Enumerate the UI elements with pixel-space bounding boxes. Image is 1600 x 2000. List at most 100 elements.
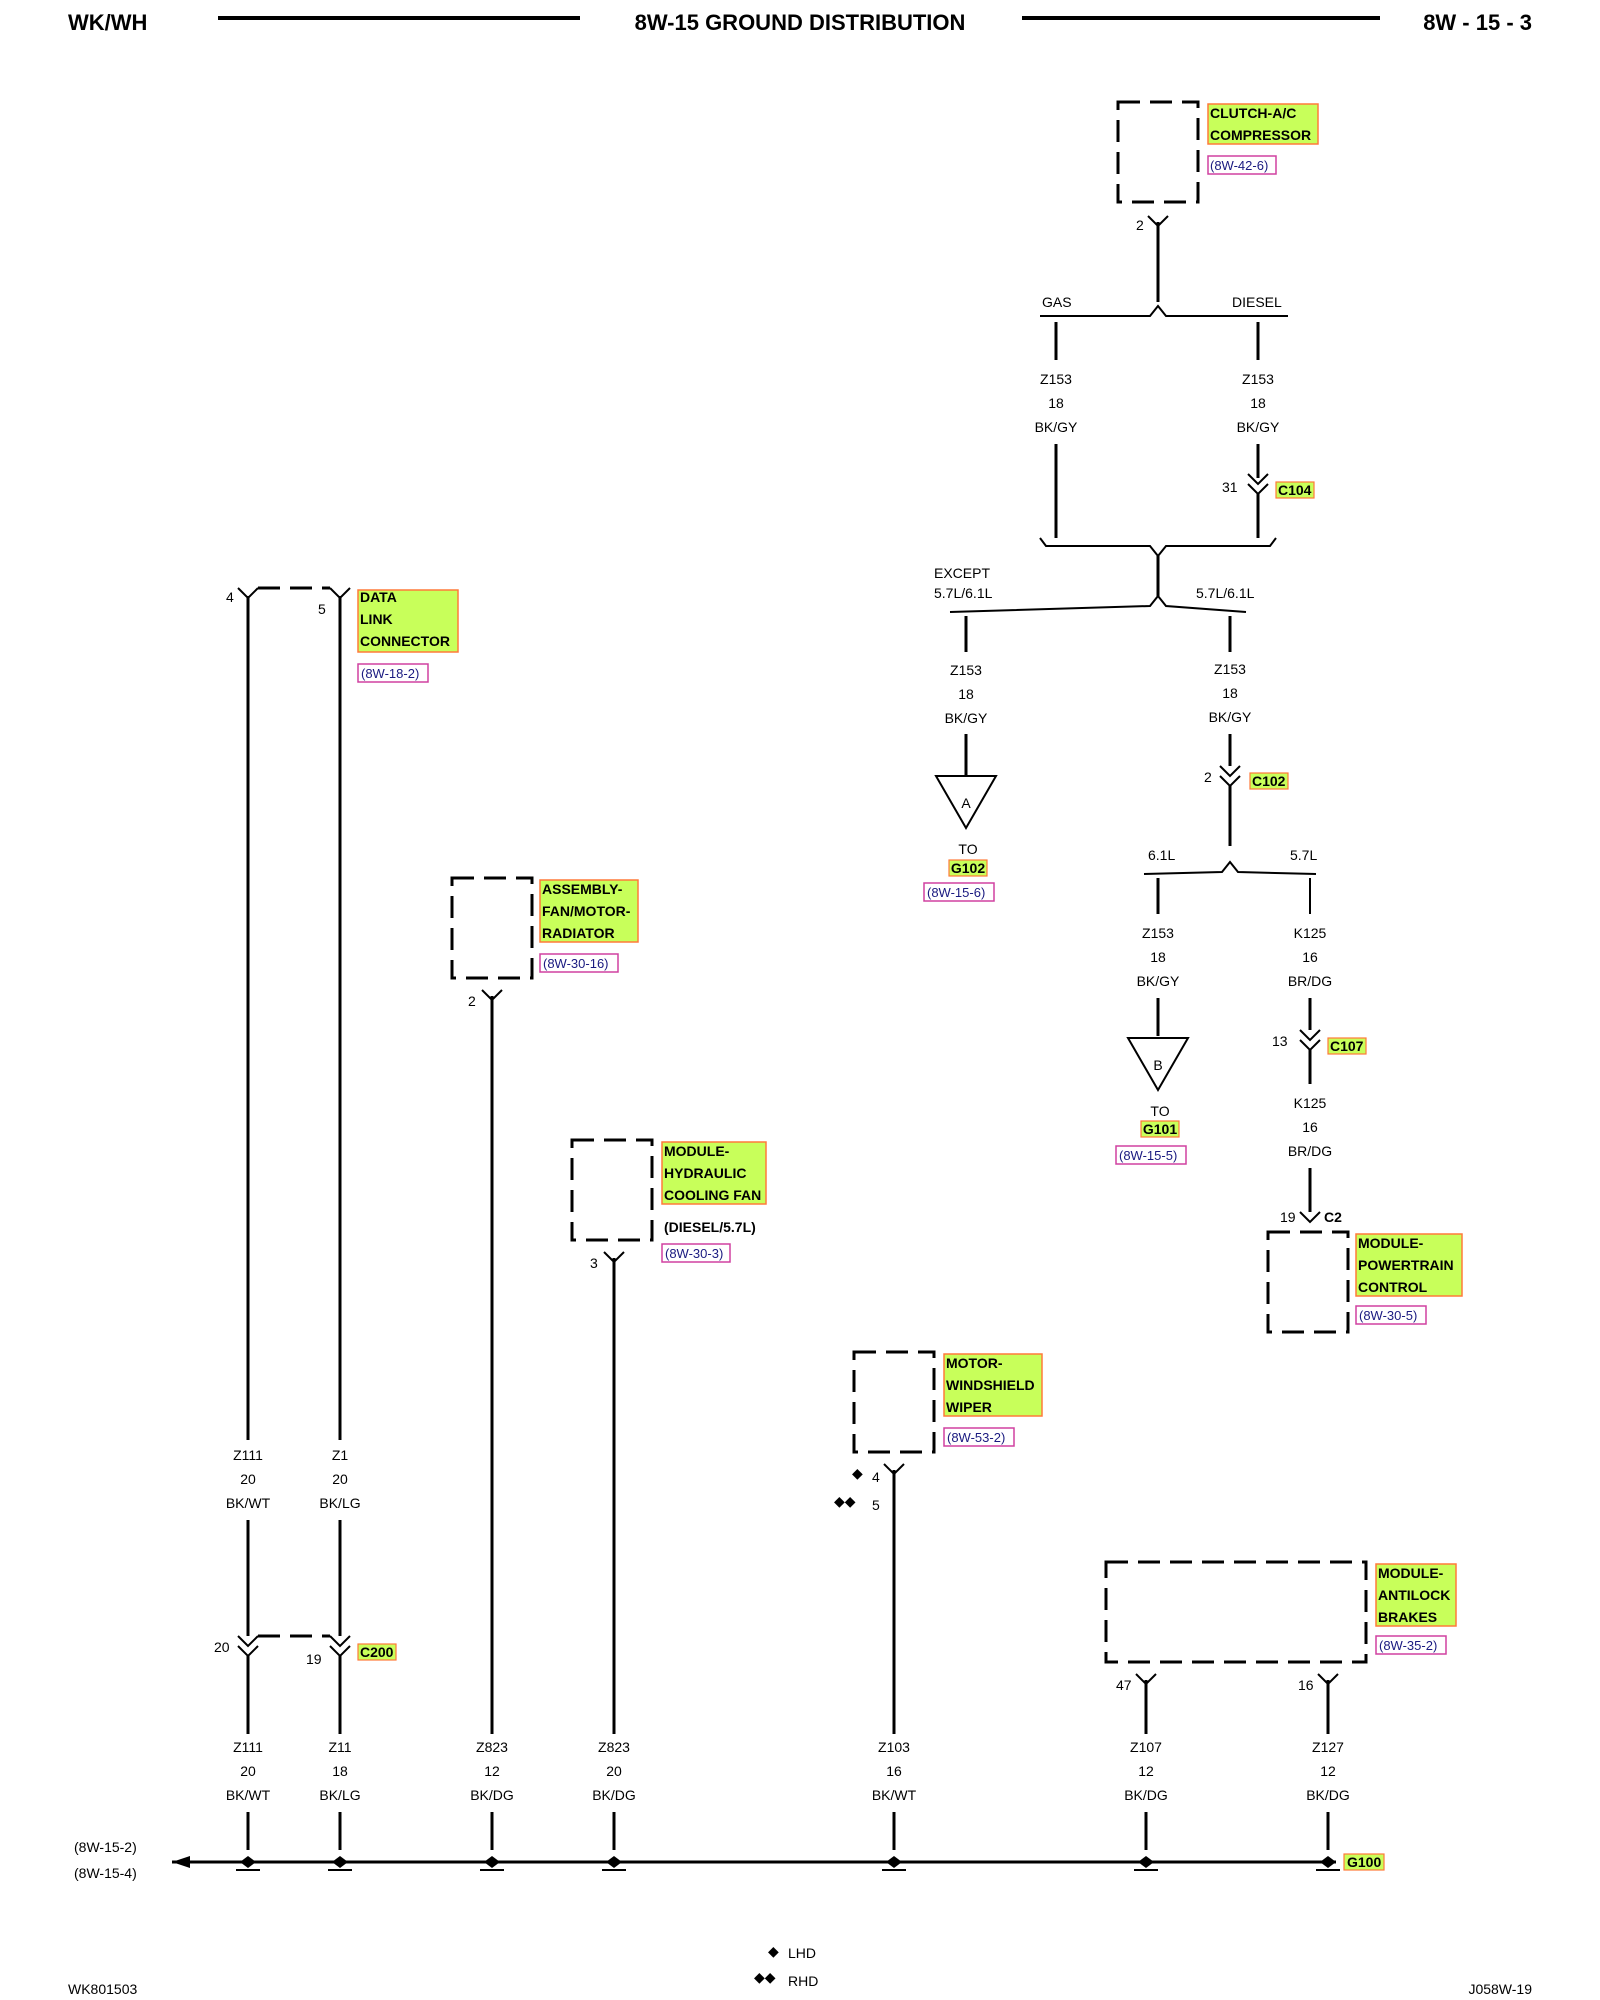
legend-rhd: RHD [788, 1973, 818, 1989]
wire-k125-b-gauge: 16 [1302, 1119, 1318, 1135]
bus-ref-1: (8W-15-2) [74, 1839, 137, 1855]
wire-z111-top-code: Z111 [233, 1447, 263, 1463]
dlc-pin-5: 5 [318, 601, 326, 617]
abs-label-3: BRAKES [1378, 1609, 1437, 1625]
dlc-label-bg [357, 589, 459, 653]
ground-b-ref: (8W-15-5) [1119, 1148, 1177, 1163]
clutch-ac-compressor-label-bg [1207, 103, 1319, 145]
abs-ref-box [1375, 1635, 1447, 1655]
wiper-label-1: MOTOR- [946, 1355, 1003, 1371]
wire-k125-a-code: K125 [1294, 925, 1327, 941]
wire-z1-top-gauge: 20 [332, 1471, 348, 1487]
wire-k125-b-color: BR/DG [1288, 1143, 1332, 1159]
bottom-wire-labels: Z111 20 BK/WT Z11 18 BK/LG Z823 12 BK/DG… [226, 1739, 1350, 1803]
legend-lhd: LHD [788, 1945, 816, 1961]
wire-z153-except-code: Z153 [950, 662, 982, 678]
fan-motor-radiator-box [450, 876, 534, 980]
splice-57-61-label: 5.7L/6.1L [1196, 585, 1255, 601]
clutch-ac-label-1: CLUTCH-A/C [1210, 105, 1296, 121]
c200-pin19-terminal-bottom [329, 1645, 351, 1658]
wire-z153-61-gauge: 18 [1150, 949, 1166, 965]
dlc-ref: (8W-18-2) [361, 666, 419, 681]
wire-z823-a-color: BK/DG [470, 1787, 514, 1803]
wiper-pin-4: 4 [872, 1469, 880, 1485]
legend-rhd-mark: ◆◆ [754, 1969, 776, 1985]
wire-z823-b-code: Z823 [598, 1739, 630, 1755]
wire-z153-61-color: BK/GY [1137, 973, 1180, 989]
wire-z107-color: BK/DG [1124, 1787, 1168, 1803]
clutch-ac-compressor-box [1116, 100, 1200, 204]
hydfan-ref: (8W-30-3) [665, 1246, 723, 1261]
fanrad-ref: (8W-30-16) [543, 956, 609, 971]
c200-pin20-terminal-bottom [237, 1645, 259, 1658]
wire-z823-b-gauge: 20 [606, 1763, 622, 1779]
legend-lhd-mark: ◆ [768, 1943, 779, 1959]
wire-z1-top-code: Z1 [332, 1447, 349, 1463]
c200-pin20-terminal-top [237, 1635, 259, 1648]
ground-g101-label: G101 [1143, 1121, 1177, 1137]
c200-pin-20: 20 [214, 1639, 230, 1655]
splice-except-label-2: 5.7L/6.1L [934, 585, 993, 601]
fanrad-label-bg [539, 879, 639, 943]
pcm-pin-terminal [1299, 1211, 1321, 1224]
ground-g100-label-bg [1343, 1853, 1385, 1871]
wiper-label-3: WIPER [946, 1399, 992, 1415]
wire-z153-gas-code: Z153 [1040, 371, 1072, 387]
header-right: 8W - 15 - 3 [1423, 10, 1532, 35]
pcm-label-2: POWERTRAIN [1358, 1257, 1454, 1273]
wire-z103-code: Z103 [878, 1739, 910, 1755]
c200-pin-19: 19 [306, 1651, 322, 1667]
ground-b-letter: B [1153, 1057, 1162, 1073]
wire-z153-diesel-color: BK/GY [1237, 419, 1280, 435]
footer-left: WK801503 [68, 1981, 137, 1997]
fanrad-ref-box [539, 953, 619, 973]
wire-z823-b-color: BK/DG [592, 1787, 636, 1803]
page-title: 8W-15 GROUND DISTRIBUTION [635, 10, 966, 35]
wire-z823-a-gauge: 12 [484, 1763, 500, 1779]
clutch-ac-ref-box [1207, 155, 1277, 175]
c107-terminal-bottom [1299, 1039, 1321, 1052]
wire-k125-b-code: K125 [1294, 1095, 1327, 1111]
hydfan-pin: 3 [590, 1255, 598, 1271]
splice-gas-diesel [1040, 304, 1288, 317]
c107-label-bg [1327, 1037, 1367, 1055]
pcm-label-3: CONTROL [1358, 1279, 1428, 1295]
abs-label-2: ANTILOCK [1378, 1587, 1450, 1603]
wire-z127-color: BK/DG [1306, 1787, 1350, 1803]
c104-terminal-bottom [1247, 483, 1269, 496]
wire-z111-top-gauge: 20 [240, 1471, 256, 1487]
splice-except [949, 594, 1247, 613]
dlc-label-3: CONNECTOR [360, 633, 450, 649]
pcm-ref-box [1355, 1305, 1427, 1325]
pcm-ref: (8W-30-5) [1359, 1308, 1417, 1323]
wire-z111-top-color: BK/WT [226, 1495, 271, 1511]
wire-z153-57-gauge: 18 [1222, 685, 1238, 701]
hydfan-label-bg [661, 1141, 767, 1205]
wiper-label-2: WINDSHIELD [946, 1377, 1035, 1393]
dlc-label-2: LINK [360, 611, 393, 627]
c102-terminal-top [1219, 765, 1241, 778]
splice-61-57 [1143, 860, 1317, 875]
fanrad-label-3: RADIATOR [542, 925, 615, 941]
wire-z153-57-code: Z153 [1214, 661, 1246, 677]
wire-z103-gauge: 16 [886, 1763, 902, 1779]
clutch-ac-pin: 2 [1136, 217, 1144, 233]
c102-pin: 2 [1204, 769, 1212, 785]
hydfan-note: (DIESEL/5.7L) [664, 1219, 756, 1235]
wire-z111-bot-gauge: 20 [240, 1763, 256, 1779]
wire-z107-gauge: 12 [1138, 1763, 1154, 1779]
c104-label-bg [1275, 481, 1315, 499]
antilock-brakes-module-box [1104, 1560, 1368, 1664]
powertrain-control-module-box [1266, 1230, 1350, 1334]
ground-b-ref-box [1115, 1145, 1187, 1165]
ground-g102-label: G102 [951, 860, 985, 876]
abs-pin-16: 16 [1298, 1677, 1314, 1693]
ground-g101-label-bg [1140, 1120, 1180, 1138]
bus-splice-nodes [236, 1856, 1340, 1871]
abs-pin-47: 47 [1116, 1677, 1132, 1693]
wire-z127-gauge: 12 [1320, 1763, 1336, 1779]
wire-z11-bot-color: BK/LG [319, 1787, 360, 1803]
ground-a-letter: A [961, 795, 971, 811]
splice-gas-label: GAS [1042, 294, 1072, 310]
wire-z11-bot-gauge: 18 [332, 1763, 348, 1779]
